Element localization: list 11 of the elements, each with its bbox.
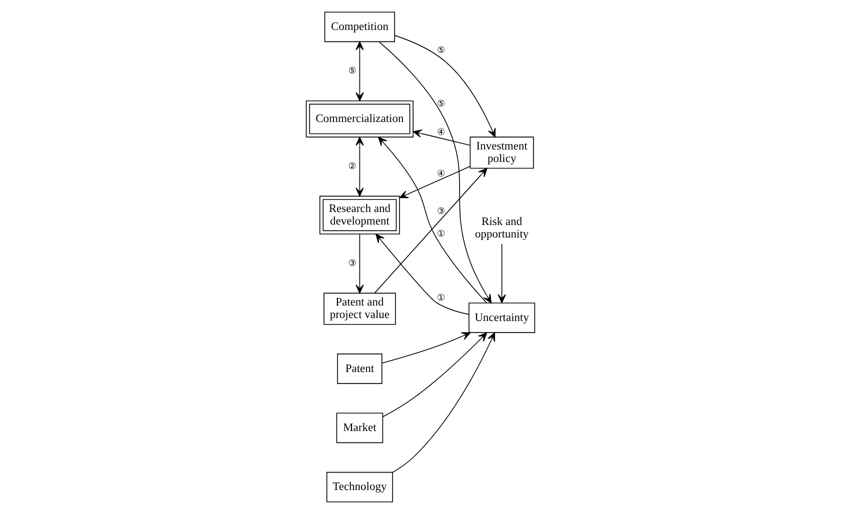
edge-label: ⑤: [348, 66, 356, 77]
node-text: Risk and opportunity: [475, 216, 529, 240]
edge-label: ②: [348, 162, 356, 172]
edge-label: ③: [436, 207, 446, 218]
edge-label: ④: [436, 128, 446, 138]
edge-label: ⑤: [436, 99, 446, 110]
edge-label: ④: [436, 169, 446, 180]
edge-label: ③: [348, 258, 356, 269]
edge-label: ①: [436, 229, 446, 240]
edge-label: ①: [436, 293, 446, 304]
edge-label: ⑤: [436, 46, 446, 56]
